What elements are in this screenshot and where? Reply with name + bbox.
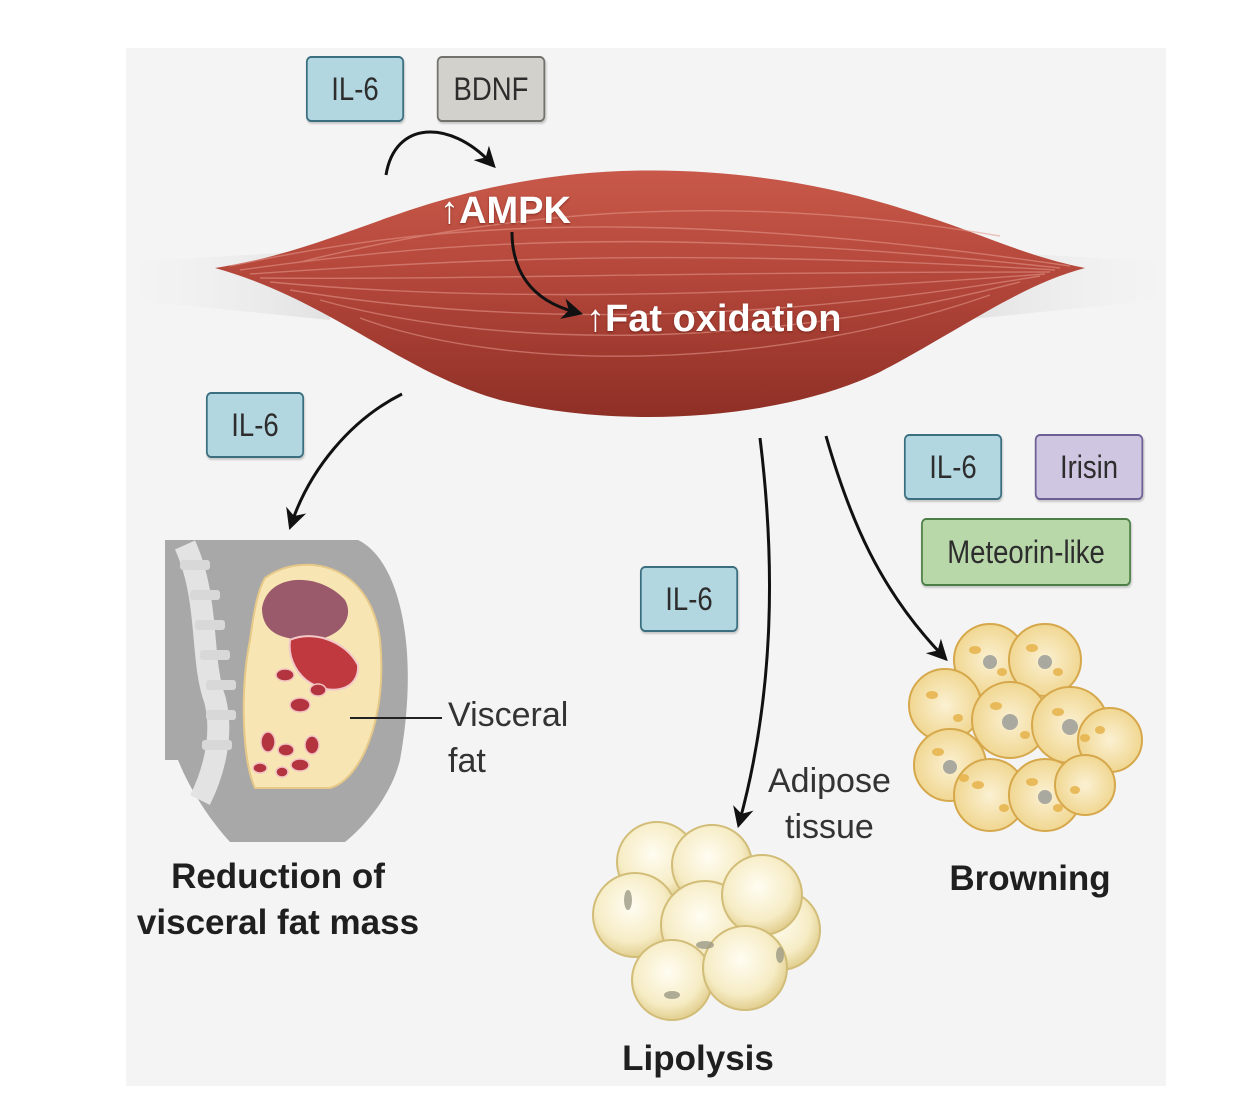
fat-oxidation-label: ↑Fat oxidation [586,298,842,340]
adipose-tissue-label-line2: tissue [785,808,874,846]
reduction-line1: Reduction of [171,857,385,896]
arrow-to-browning [824,435,948,662]
irisin-tag: Irisin [1034,434,1144,500]
adipose-tissue-label-line1: Adipose [768,762,891,800]
il6-tag-top: IL-6 [305,56,405,122]
meteorin-like-tag: Meteorin-like [921,518,1131,586]
il6-tag-right: IL-6 [903,434,1003,500]
browning-outcome: Browning [949,859,1111,898]
lipolysis-outcome: Lipolysis [622,1039,774,1078]
arrow-to-lipolysis [733,437,772,829]
arrow-signal-to-muscle [384,130,496,176]
il6-tag-center: IL-6 [639,566,739,632]
arrow-ampk-to-oxidation [510,231,584,319]
il6-tag-left: IL-6 [205,392,305,458]
abdomen-illustration [165,540,442,842]
ampk-label: ↑AMPK [440,190,571,232]
brown-adipose-cells [908,623,1143,832]
visceral-fat-label-line1: Visceral [448,696,569,734]
muscle-fibres [229,210,1071,357]
visceral-fat-label-line2: fat [448,742,486,780]
reduction-visceral-fat-outcome: Reduction of visceral fat mass [128,854,428,946]
visceral-fat-label: Visceral fat [448,692,568,784]
bdnf-tag: BDNF [436,56,546,122]
white-adipose-cells [592,821,821,1021]
reduction-line2: visceral fat mass [136,903,420,942]
arrow-to-visceral [286,392,403,530]
adipose-tissue-label: Adipose tissue [768,758,891,850]
